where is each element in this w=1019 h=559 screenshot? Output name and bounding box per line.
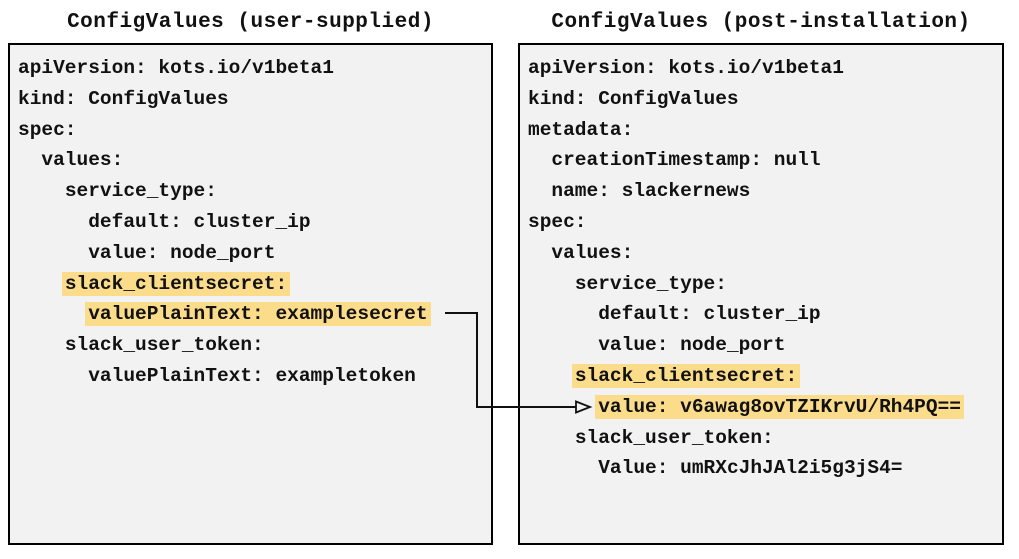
yaml-line-text: spec: [18,118,77,141]
yaml-line: kind: ConfigValues [528,84,1002,115]
yaml-line-indent [528,149,551,171]
yaml-line-indent [18,273,65,295]
yaml-line: slack_clientsecret: [18,269,491,300]
yaml-line-indent [528,427,575,449]
yaml-line-indent [528,457,598,479]
yaml-line: valuePlainText: exampletoken [18,361,491,392]
yaml-line-text: name: slackernews [551,180,751,203]
yaml-line-indent [18,180,65,202]
yaml-line: values: [18,145,491,176]
yaml-line-indent [528,180,551,202]
yaml-line: default: cluster_ip [18,207,491,238]
yaml-line-text: apiVersion: kots.io/v1beta1 [18,57,334,79]
yaml-line-text: kind: ConfigValues [528,87,739,110]
yaml-line-indent [528,396,598,418]
yaml-line: creationTimestamp: null [528,145,1002,176]
yaml-line-text-highlighted: valuePlainText: examplesecret [85,302,431,327]
yaml-line-text-highlighted: slack_clientsecret: [571,363,801,388]
yaml-line-text: default: cluster_ip [598,303,821,326]
yaml-line-text: valuePlainText: exampletoken [88,364,416,387]
yaml-line-text: service_type: [64,180,217,203]
yaml-line: service_type: [18,176,491,207]
config-panel-user-supplied: apiVersion: kots.io/v1beta1 kind: ConfigV… [8,43,493,545]
yaml-line-indent [18,149,41,171]
yaml-line-indent [18,334,65,356]
yaml-line-text: creationTimestamp: null [551,149,821,172]
yaml-line: value: node_port [528,330,1002,361]
yaml-line: service_type: [528,269,1002,300]
yaml-line-indent [528,365,575,387]
yaml-line-indent [528,334,598,356]
yaml-line: valuePlainText: examplesecret [18,299,491,330]
yaml-line-text: slack_user_token: [64,334,264,357]
yaml-line-text: kind: ConfigValues [18,87,229,110]
yaml-line-indent [18,365,88,387]
yaml-code-post-installation: apiVersion: kots.io/v1beta1 kind: ConfigV… [520,45,1002,484]
yaml-line-indent [528,303,598,325]
yaml-line: name: slackernews [528,176,1002,207]
yaml-code-user-supplied: apiVersion: kots.io/v1beta1 kind: ConfigV… [10,45,491,392]
yaml-line-indent [18,211,88,233]
yaml-line-text: value: node_port [88,241,276,264]
yaml-line: slack_user_token: [18,330,491,361]
yaml-line-indent [18,242,88,264]
left-panel-title: ConfigValues (user-supplied) [67,11,434,34]
yaml-line: default: cluster_ip [528,299,1002,330]
config-panel-post-installation: apiVersion: kots.io/v1beta1 kind: ConfigV… [518,43,1004,545]
right-panel-title: ConfigValues (post-installation) [551,11,971,34]
yaml-line: values: [528,238,1002,269]
yaml-line-indent [528,273,575,295]
yaml-line-text-highlighted: slack_clientsecret: [61,271,291,296]
yaml-line-text: values: [41,149,124,172]
yaml-line: spec: [18,115,491,146]
yaml-line: Value: umRXcJhJAl2i5g3jS4= [528,453,1002,484]
yaml-line-indent [528,242,551,264]
yaml-line: slack_clientsecret: [528,361,1002,392]
yaml-line-text: metadata: [528,118,634,141]
yaml-line-text: value: node_port [598,334,786,357]
yaml-line: spec: [528,207,1002,238]
yaml-line-text: spec: [528,210,587,233]
yaml-line: value: v6awag8ovTZIKrvU/Rh4PQ== [528,392,1002,423]
yaml-line-text-highlighted: value: v6awag8ovTZIKrvU/Rh4PQ== [595,394,964,419]
yaml-line: apiVersion: kots.io/v1beta1 [18,53,491,84]
yaml-line-text: apiVersion: kots.io/v1beta1 [528,57,844,79]
yaml-line-indent [18,303,88,325]
yaml-line-text: Value: umRXcJhJAl2i5g3jS4= [598,457,903,480]
yaml-line-text: values: [551,241,634,264]
yaml-line: metadata: [528,115,1002,146]
yaml-line-text: service_type: [574,272,727,295]
yaml-line: kind: ConfigValues [18,84,491,115]
yaml-line-text: default: cluster_ip [88,210,311,233]
yaml-line: apiVersion: kots.io/v1beta1 [528,53,1002,84]
yaml-line-text: slack_user_token: [574,426,774,449]
yaml-line: slack_user_token: [528,423,1002,454]
yaml-line: value: node_port [18,238,491,269]
